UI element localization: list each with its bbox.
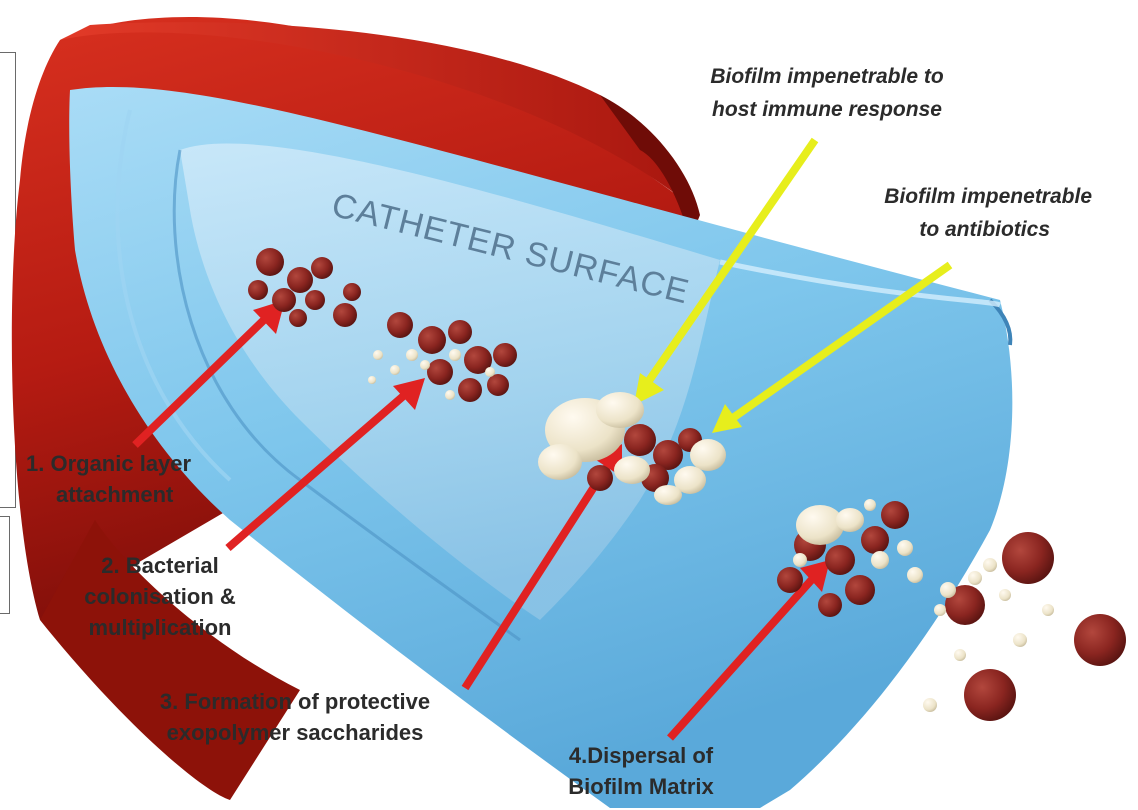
callout-label-line: to antibiotics xyxy=(820,213,1092,246)
callout-label-line: host immune response xyxy=(672,93,982,126)
callout-label-line: Biofilm impenetrable to xyxy=(672,60,982,93)
stage-label-line: 1. Organic layer xyxy=(26,448,191,479)
stage-label-line: attachment xyxy=(26,479,191,510)
callout-label-antibiotics: Biofilm impenetrable to antibiotics xyxy=(820,180,1092,246)
stage-label-line: exopolymer saccharides xyxy=(130,717,460,748)
stage-label-dispersal: 4.Dispersal of Biofilm Matrix xyxy=(546,740,736,802)
stage-label-organic-layer: 1. Organic layer attachment xyxy=(26,448,191,510)
stage-label-line: 4.Dispersal of xyxy=(546,740,736,771)
stage-label-bacterial-colonisation: 2. Bacterial colonisation & multiplicati… xyxy=(60,550,260,643)
stage-label-line: multiplication xyxy=(60,612,260,643)
stage-label-line: colonisation & xyxy=(60,581,260,612)
callout-label-immune: Biofilm impenetrable to host immune resp… xyxy=(672,60,982,126)
callout-label-line: Biofilm impenetrable xyxy=(820,180,1092,213)
stage-label-exopolymer: 3. Formation of protective exopolymer sa… xyxy=(130,686,460,748)
stage-label-line: 2. Bacterial xyxy=(60,550,260,581)
stage-label-line: 3. Formation of protective xyxy=(130,686,460,717)
stage-label-line: Biofilm Matrix xyxy=(546,771,736,802)
